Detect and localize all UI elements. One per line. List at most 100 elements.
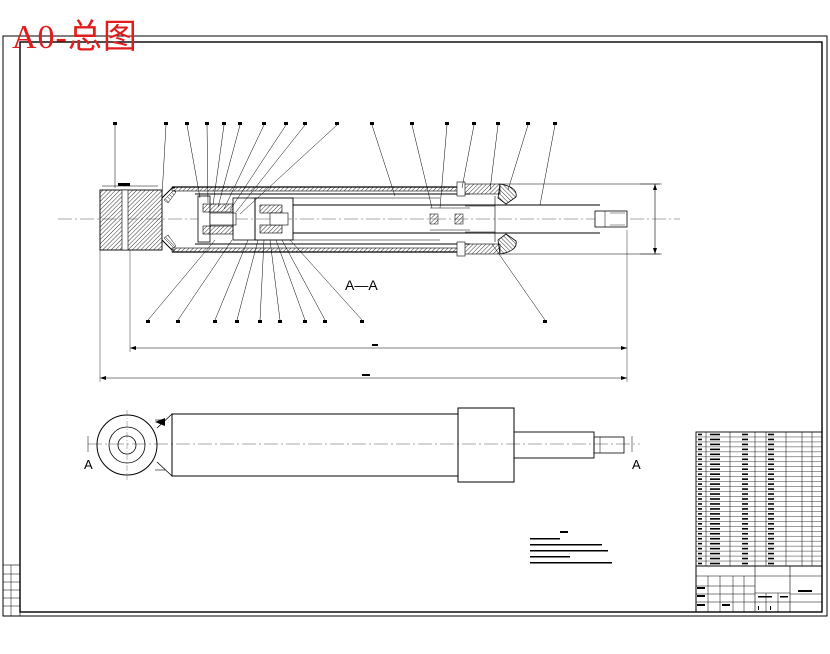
- table-cell-mark: [768, 547, 774, 550]
- table-cell-mark: [710, 493, 720, 495]
- table-cell-mark: [742, 562, 748, 565]
- table-cell-mark: [710, 518, 720, 520]
- technical-notes: [530, 531, 612, 564]
- table-cell-mark: [698, 508, 702, 510]
- table-cell-mark: [698, 458, 702, 461]
- table-cell-mark: [742, 557, 748, 560]
- table-cell-mark: [698, 478, 702, 480]
- table-cell-mark: [698, 557, 702, 560]
- table-cell-mark: [710, 468, 720, 471]
- table-cell-mark: [710, 527, 720, 530]
- table-cell-mark: [768, 498, 774, 500]
- table-cell-mark: [698, 473, 702, 475]
- table-cell-mark: [710, 458, 720, 461]
- table-cell-mark: [742, 493, 748, 495]
- table-cell-mark: [710, 443, 720, 446]
- parts-table-rows: [696, 433, 822, 565]
- table-cell-mark: [710, 438, 720, 441]
- table-cell-mark: [742, 523, 748, 525]
- table-cell-mark: [710, 483, 720, 485]
- table-cell-mark: [742, 532, 748, 535]
- table-cell-mark: [698, 498, 702, 500]
- table-cell-mark: [742, 513, 748, 515]
- table-cell-mark: [742, 537, 748, 540]
- table-cell-mark: [742, 438, 748, 441]
- table-cell-mark: [710, 513, 720, 515]
- table-cell-mark: [742, 463, 748, 466]
- table-cell-mark: [698, 513, 702, 515]
- table-cell-mark: [742, 468, 748, 471]
- table-cell-mark: [768, 453, 774, 456]
- table-cell-mark: [698, 527, 702, 530]
- table-cell-mark: [710, 498, 720, 500]
- table-cell-mark: [742, 503, 748, 505]
- front-view: [87, 407, 640, 483]
- table-cell-mark: [710, 552, 720, 555]
- table-cell-mark: [710, 448, 720, 451]
- table-cell-mark: [768, 433, 774, 436]
- title-block: [695, 565, 823, 613]
- table-cell-mark: [768, 562, 774, 565]
- table-cell-mark: [710, 433, 720, 436]
- table-cell-mark: [698, 488, 702, 490]
- table-cell-mark: [768, 508, 774, 510]
- table-cell-mark: [768, 518, 774, 520]
- table-cell-mark: [742, 443, 748, 446]
- table-cell-mark: [768, 488, 774, 490]
- table-cell-mark: [768, 537, 774, 540]
- table-cell-mark: [768, 493, 774, 495]
- table-cell-mark: [698, 438, 702, 441]
- table-cell-mark: [742, 542, 748, 545]
- table-cell-mark: [768, 473, 774, 475]
- table-cell-mark: [742, 478, 748, 480]
- table-cell-mark: [698, 532, 702, 535]
- table-cell-mark: [698, 453, 702, 456]
- table-cell-mark: [768, 557, 774, 560]
- eye-end-section: [99, 189, 163, 251]
- table-cell-mark: [768, 542, 774, 545]
- table-cell-mark: [698, 483, 702, 485]
- table-cell-mark: [742, 527, 748, 530]
- table-cell-mark: [710, 453, 720, 456]
- table-cell-mark: [710, 537, 720, 540]
- table-cell-mark: [768, 463, 774, 466]
- table-cell-mark: [768, 552, 774, 555]
- table-cell-mark: [742, 473, 748, 475]
- table-cell-mark: [710, 542, 720, 545]
- outer-frame: [2, 35, 828, 617]
- table-cell-mark: [742, 508, 748, 510]
- table-cell-mark: [710, 463, 720, 466]
- table-cell-mark: [698, 562, 702, 565]
- table-cell-mark: [698, 542, 702, 545]
- table-cell-mark: [698, 468, 702, 471]
- table-cell-mark: [742, 547, 748, 550]
- table-cell-mark: [710, 478, 720, 480]
- table-cell-mark: [742, 518, 748, 520]
- table-cell-mark: [742, 453, 748, 456]
- table-cell-mark: [710, 557, 720, 560]
- table-cell-mark: [698, 448, 702, 451]
- top-number-ticks: [113, 122, 557, 125]
- table-cell-mark: [698, 493, 702, 495]
- left-side-block: [2, 564, 21, 617]
- table-cell-mark: [768, 478, 774, 480]
- table-cell-mark: [710, 488, 720, 490]
- view-marker-right: A: [632, 457, 641, 472]
- bottom-number-ticks: [146, 320, 547, 323]
- table-cell-mark: [698, 523, 702, 525]
- table-cell-mark: [768, 532, 774, 535]
- table-cell-mark: [768, 503, 774, 505]
- top-leaders: [114, 124, 556, 215]
- table-cell-mark: [710, 473, 720, 475]
- section-label: A—A: [345, 277, 378, 293]
- table-cell-mark: [698, 433, 702, 436]
- table-cell-mark: [742, 448, 748, 451]
- table-cell-mark: [698, 443, 702, 446]
- table-cell-mark: [698, 552, 702, 555]
- table-cell-mark: [698, 537, 702, 540]
- bottom-leaders: [147, 239, 546, 321]
- table-cell-mark: [710, 562, 720, 565]
- table-cell-mark: [698, 518, 702, 520]
- table-cell-mark: [742, 488, 748, 490]
